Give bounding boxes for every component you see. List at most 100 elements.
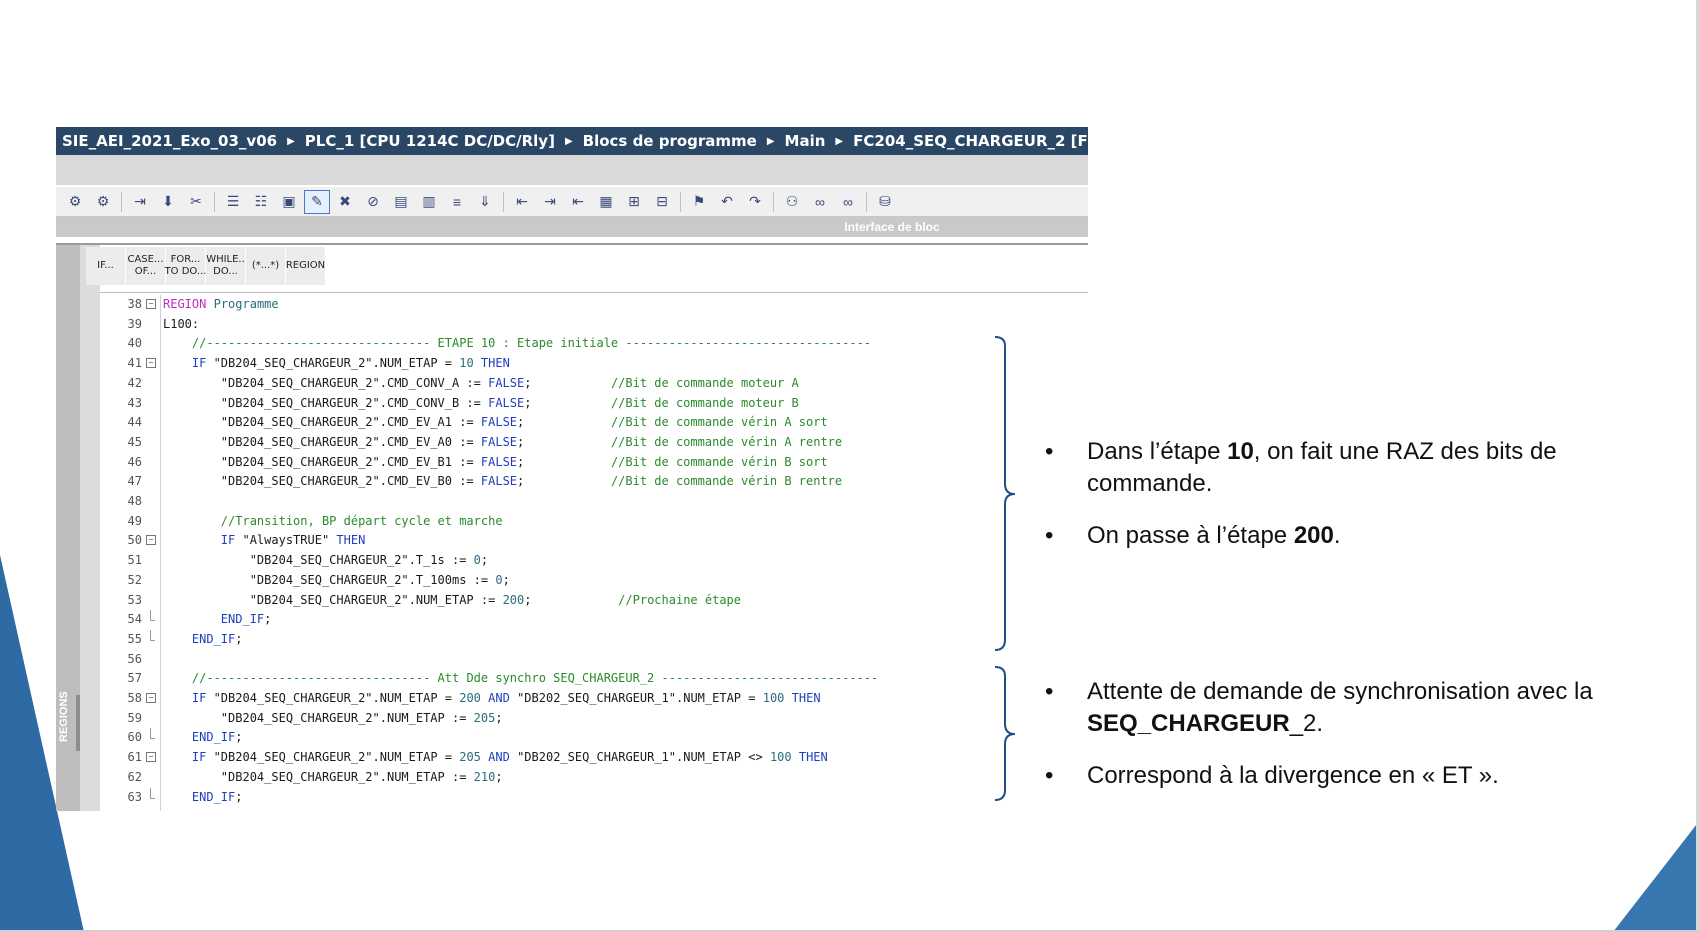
code-text[interactable]: END_IF; [191,631,243,646]
comment-icon[interactable]: ▤ [394,193,408,209]
code-text[interactable]: IF "DB204_SEQ_CHARGEUR_2".NUM_ETAP = 200… [191,691,821,705]
bookmark-icon[interactable]: ⚑ [692,193,706,209]
line-number: 50 [127,533,142,548]
remove-breakpoint-icon[interactable]: ✖ [339,193,351,209]
code-text[interactable]: "DB204_SEQ_CHARGEUR_2".NUM_ETAP := 210; [163,769,503,784]
format-icon[interactable]: ⇓ [479,193,491,209]
code-text[interactable]: "DB204_SEQ_CHARGEUR_2".CMD_EV_B0 := FALS… [163,474,843,489]
glasses-icon[interactable]: ∞ [815,193,825,210]
watch-icon[interactable]: ⚇ [785,193,799,209]
slide-edge-bottom [0,930,1700,932]
code-text[interactable]: IF "DB204_SEQ_CHARGEUR_2".NUM_ETAP = 10 … [191,356,510,371]
glasses-off-icon[interactable]: ∞ [843,193,853,210]
expand-icon[interactable]: ⊞ [628,193,640,209]
code-text[interactable]: "DB204_SEQ_CHARGEUR_2".CMD_CONV_B := FAL… [163,395,799,410]
code-text[interactable]: "DB204_SEQ_CHARGEUR_2".NUM_ETAP := 205; [163,710,503,725]
note-bold: 200 [1293,522,1334,549]
code-text[interactable]: REGION Programme [163,297,279,311]
toolbar-separator [121,191,122,212]
line-number: 41 [127,356,142,371]
code-text[interactable]: IF "DB204_SEQ_CHARGEUR_2".NUM_ETAP = 205… [191,750,828,765]
code-text[interactable]: END_IF; [191,730,243,745]
collapse-icon[interactable]: ⊟ [656,193,668,209]
slide-edge [1696,0,1700,932]
line-number: 49 [127,513,142,528]
code-margin-line [160,295,161,811]
code-text[interactable]: "DB204_SEQ_CHARGEUR_2".T_1s := 0; [163,553,489,568]
indent-icon[interactable]: ⇥ [544,193,556,209]
snippet-region-button[interactable]: REGION [286,247,326,285]
line-number: 43 [127,395,142,410]
interface-splitter[interactable] [56,243,1088,245]
editor-gutter [80,245,100,811]
toolbar-separator [866,191,867,212]
breadcrumb-blocks[interactable]: Blocs de programme [582,132,757,150]
block-interface-bar[interactable]: Interface de bloc [56,217,1088,237]
columns-icon[interactable]: ▦ [599,193,613,209]
snippet-if-button[interactable]: IF... [86,247,126,285]
code-text[interactable]: L100: [163,316,200,331]
download-icon[interactable]: ⬇ [162,193,174,209]
line-number: 47 [127,474,142,489]
next-bookmark-icon[interactable]: ↷ [749,193,761,209]
regions-panel-toggle[interactable] [76,695,82,751]
prev-bookmark-icon[interactable]: ↶ [721,193,733,209]
code-text[interactable]: "DB204_SEQ_CHARGEUR_2".NUM_ETAP := 200; … [163,592,741,607]
snippet-comment-button[interactable]: (*...*) [246,247,286,285]
brace-group-2 [994,666,1016,801]
note-text: Correspond à la divergence en « ET ». [1087,762,1499,789]
compile-all-icon[interactable]: ⚙ [96,193,110,209]
breadcrumb: SIE_AEI_2021_Exo_03_v06 ▶ PLC_1 [CPU 121… [56,127,1088,155]
code-text[interactable]: "DB204_SEQ_CHARGEUR_2".CMD_EV_B1 := FALS… [163,454,828,469]
snippet-while-button[interactable]: WHILE.. DO... [206,247,246,285]
toolbar-separator [680,191,681,212]
code-text[interactable]: "DB204_SEQ_CHARGEUR_2".CMD_CONV_A := FAL… [163,375,799,390]
line-number: 39 [127,316,142,331]
fold-end-marker [150,728,155,740]
line-number: 63 [127,789,142,804]
fold-toggle-icon[interactable]: − [146,358,156,369]
list-add-icon[interactable]: ☷ [254,193,268,209]
breadcrumb-main[interactable]: Main [784,132,826,150]
code-text[interactable]: END_IF; [220,612,272,627]
fold-toggle-icon[interactable]: − [146,752,156,763]
code-text[interactable]: //------------------------------- Att Dd… [191,671,879,686]
code-text[interactable]: IF "AlwaysTRUE" THEN [220,533,366,548]
breadcrumb-plc[interactable]: PLC_1 [CPU 1214C DC/DC/Rly] [304,132,555,150]
compile-icon[interactable]: ⚙ [68,193,82,209]
chevron-right-icon: ▶ [564,135,573,147]
highlight-icon[interactable]: ✎ [304,189,330,214]
indent-left-icon[interactable]: ⇤ [516,193,528,209]
regions-label: REGIONS [58,691,70,743]
cancel-icon[interactable]: ⊘ [367,193,379,209]
monitor-icon[interactable]: ▣ [282,193,296,209]
code-text[interactable]: //Transition, BP départ cycle et marche [220,513,503,528]
line-number: 58 [127,691,142,705]
database-icon[interactable]: ⛁ [879,193,891,209]
line-number: 46 [127,454,142,469]
code-text[interactable]: //------------------------------- ETAPE … [191,336,872,351]
fold-toggle-icon[interactable]: − [146,535,156,546]
note-item: • Dans l’étape 10, on fait une RAZ des b… [1045,436,1675,500]
code-text[interactable]: "DB204_SEQ_CHARGEUR_2".CMD_EV_A1 := FALS… [163,415,828,430]
line-number: 42 [127,375,142,390]
code-text[interactable]: "DB204_SEQ_CHARGEUR_2".CMD_EV_A0 := FALS… [163,434,843,449]
code-text[interactable]: END_IF; [191,789,243,804]
outdent-icon[interactable]: ⇤ [572,193,584,209]
lines-icon[interactable]: ≡ [452,193,462,210]
line-number: 56 [127,651,142,666]
bullet-icon: • [1045,678,1054,705]
list-icon[interactable]: ☰ [226,193,240,209]
snippet-case-button[interactable]: CASE... OF... [126,247,166,285]
delete-icon[interactable]: ✂ [190,193,202,209]
code-text[interactable]: "DB204_SEQ_CHARGEUR_2".T_100ms := 0; [163,572,510,587]
breadcrumb-block[interactable]: FC204_SEQ_CHARGEUR_2 [FC204] [853,132,1088,150]
insert-network-icon[interactable]: ⇥ [134,193,146,209]
snippet-for-button[interactable]: FOR... TO DO... [165,247,206,285]
breadcrumb-project[interactable]: SIE_AEI_2021_Exo_03_v06 [62,132,278,150]
uncomment-icon[interactable]: ▥ [422,193,436,209]
toolbar-separator [214,191,215,212]
fold-toggle-icon[interactable]: − [146,693,156,703]
fold-toggle-icon[interactable]: − [146,299,156,309]
